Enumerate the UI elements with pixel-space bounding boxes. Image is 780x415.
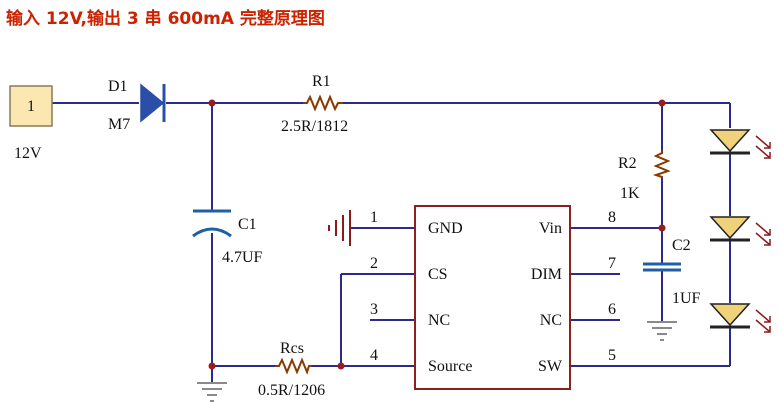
driver-ic: 1 2 3 4 GND CS NC Source Vin DIM NC SW 8… — [370, 205, 616, 390]
r2-ref-label: R2 — [618, 155, 637, 172]
ic-pin-number: 1 — [370, 209, 378, 226]
ic-pin-number: 4 — [370, 347, 378, 364]
resistor-rcs: Rcs 0.5R/1206 — [258, 340, 325, 399]
led-light-arrow — [755, 222, 771, 236]
resistor-r2: R2 1K — [618, 150, 671, 202]
led-string — [709, 129, 771, 333]
led-icon — [709, 216, 771, 246]
capacitor-c2: C2 1UF — [643, 237, 701, 307]
ground-icon — [328, 210, 351, 246]
led-light-arrow — [755, 309, 771, 323]
ic-pin-name: Source — [428, 358, 472, 375]
c1-value-label: 4.7UF — [222, 249, 263, 266]
ic-pin-name: Vin — [539, 220, 562, 237]
rcs-ref-label: Rcs — [280, 340, 304, 357]
ic-pin-name: NC — [540, 312, 562, 329]
led-light-arrow — [755, 145, 771, 159]
led-body — [709, 129, 751, 153]
capacitor-c1: C1 4.7UF — [192, 209, 263, 266]
r1-ref-label: R1 — [312, 73, 331, 90]
c2-ref-label: C2 — [672, 237, 691, 254]
junction-dot — [337, 362, 345, 370]
diagram-title: 输入 12V,输出 3 串 600mA 完整原理图 — [6, 9, 325, 29]
connector-body — [9, 85, 53, 127]
ic-pin-name: DIM — [531, 266, 562, 283]
ic-pin-name: GND — [428, 220, 463, 237]
led-icon — [709, 129, 771, 159]
input-connector: 1 12V — [9, 85, 53, 162]
resistor-icon — [275, 357, 312, 375]
ic-pin-number: 6 — [608, 301, 616, 318]
wires — [52, 102, 731, 383]
connector-pin-label: 1 — [27, 98, 35, 115]
ic-pin-number: 7 — [608, 255, 616, 272]
led-body — [709, 216, 751, 240]
ic-pin-number: 8 — [608, 209, 616, 226]
resistor-icon — [303, 94, 343, 112]
led-light-arrow-head — [764, 152, 771, 159]
ic-pin-number: 3 — [370, 301, 378, 318]
junction-dot — [208, 362, 216, 370]
c1-ref-label: C1 — [238, 216, 257, 233]
led-light-arrow-head — [764, 142, 771, 149]
ic-pin-name: NC — [428, 312, 450, 329]
diode-d1: D1 M7 — [108, 78, 166, 133]
led-icon — [709, 303, 771, 333]
ic-pin-number: 2 — [370, 255, 378, 272]
led-light-arrow-head — [764, 239, 771, 246]
junction-dot — [208, 99, 216, 107]
ground-icon — [197, 382, 227, 402]
input-voltage-label: 12V — [14, 145, 42, 162]
c2-value-label: 1UF — [672, 290, 701, 307]
junction-dot — [658, 99, 666, 107]
led-light-arrow-head — [764, 229, 771, 236]
junctions — [208, 99, 666, 370]
led-light-arrow — [755, 319, 771, 333]
led-light-arrow — [755, 135, 771, 149]
diode-ref-label: D1 — [108, 78, 128, 95]
r1-value-label: 2.5R/1812 — [281, 118, 348, 135]
resistor-icon — [652, 150, 671, 178]
junction-dot — [658, 224, 666, 232]
resistor-r1: R1 2.5R/1812 — [281, 73, 348, 135]
led-light-arrow-head — [764, 326, 771, 333]
rcs-value-label: 0.5R/1206 — [258, 382, 325, 399]
ic-pin-number: 5 — [608, 347, 616, 364]
led-light-arrow — [755, 232, 771, 246]
led-body — [709, 303, 751, 327]
ic-pin-name: CS — [428, 266, 448, 283]
ic-body — [414, 205, 571, 390]
ground-icon — [647, 321, 677, 341]
led-light-arrow-head — [764, 316, 771, 323]
diode-icon — [140, 83, 165, 123]
r2-value-label: 1K — [620, 185, 640, 202]
diode-part-label: M7 — [108, 116, 130, 133]
ic-pin-name: SW — [538, 358, 563, 375]
capacitor-curved-plate — [192, 227, 232, 238]
